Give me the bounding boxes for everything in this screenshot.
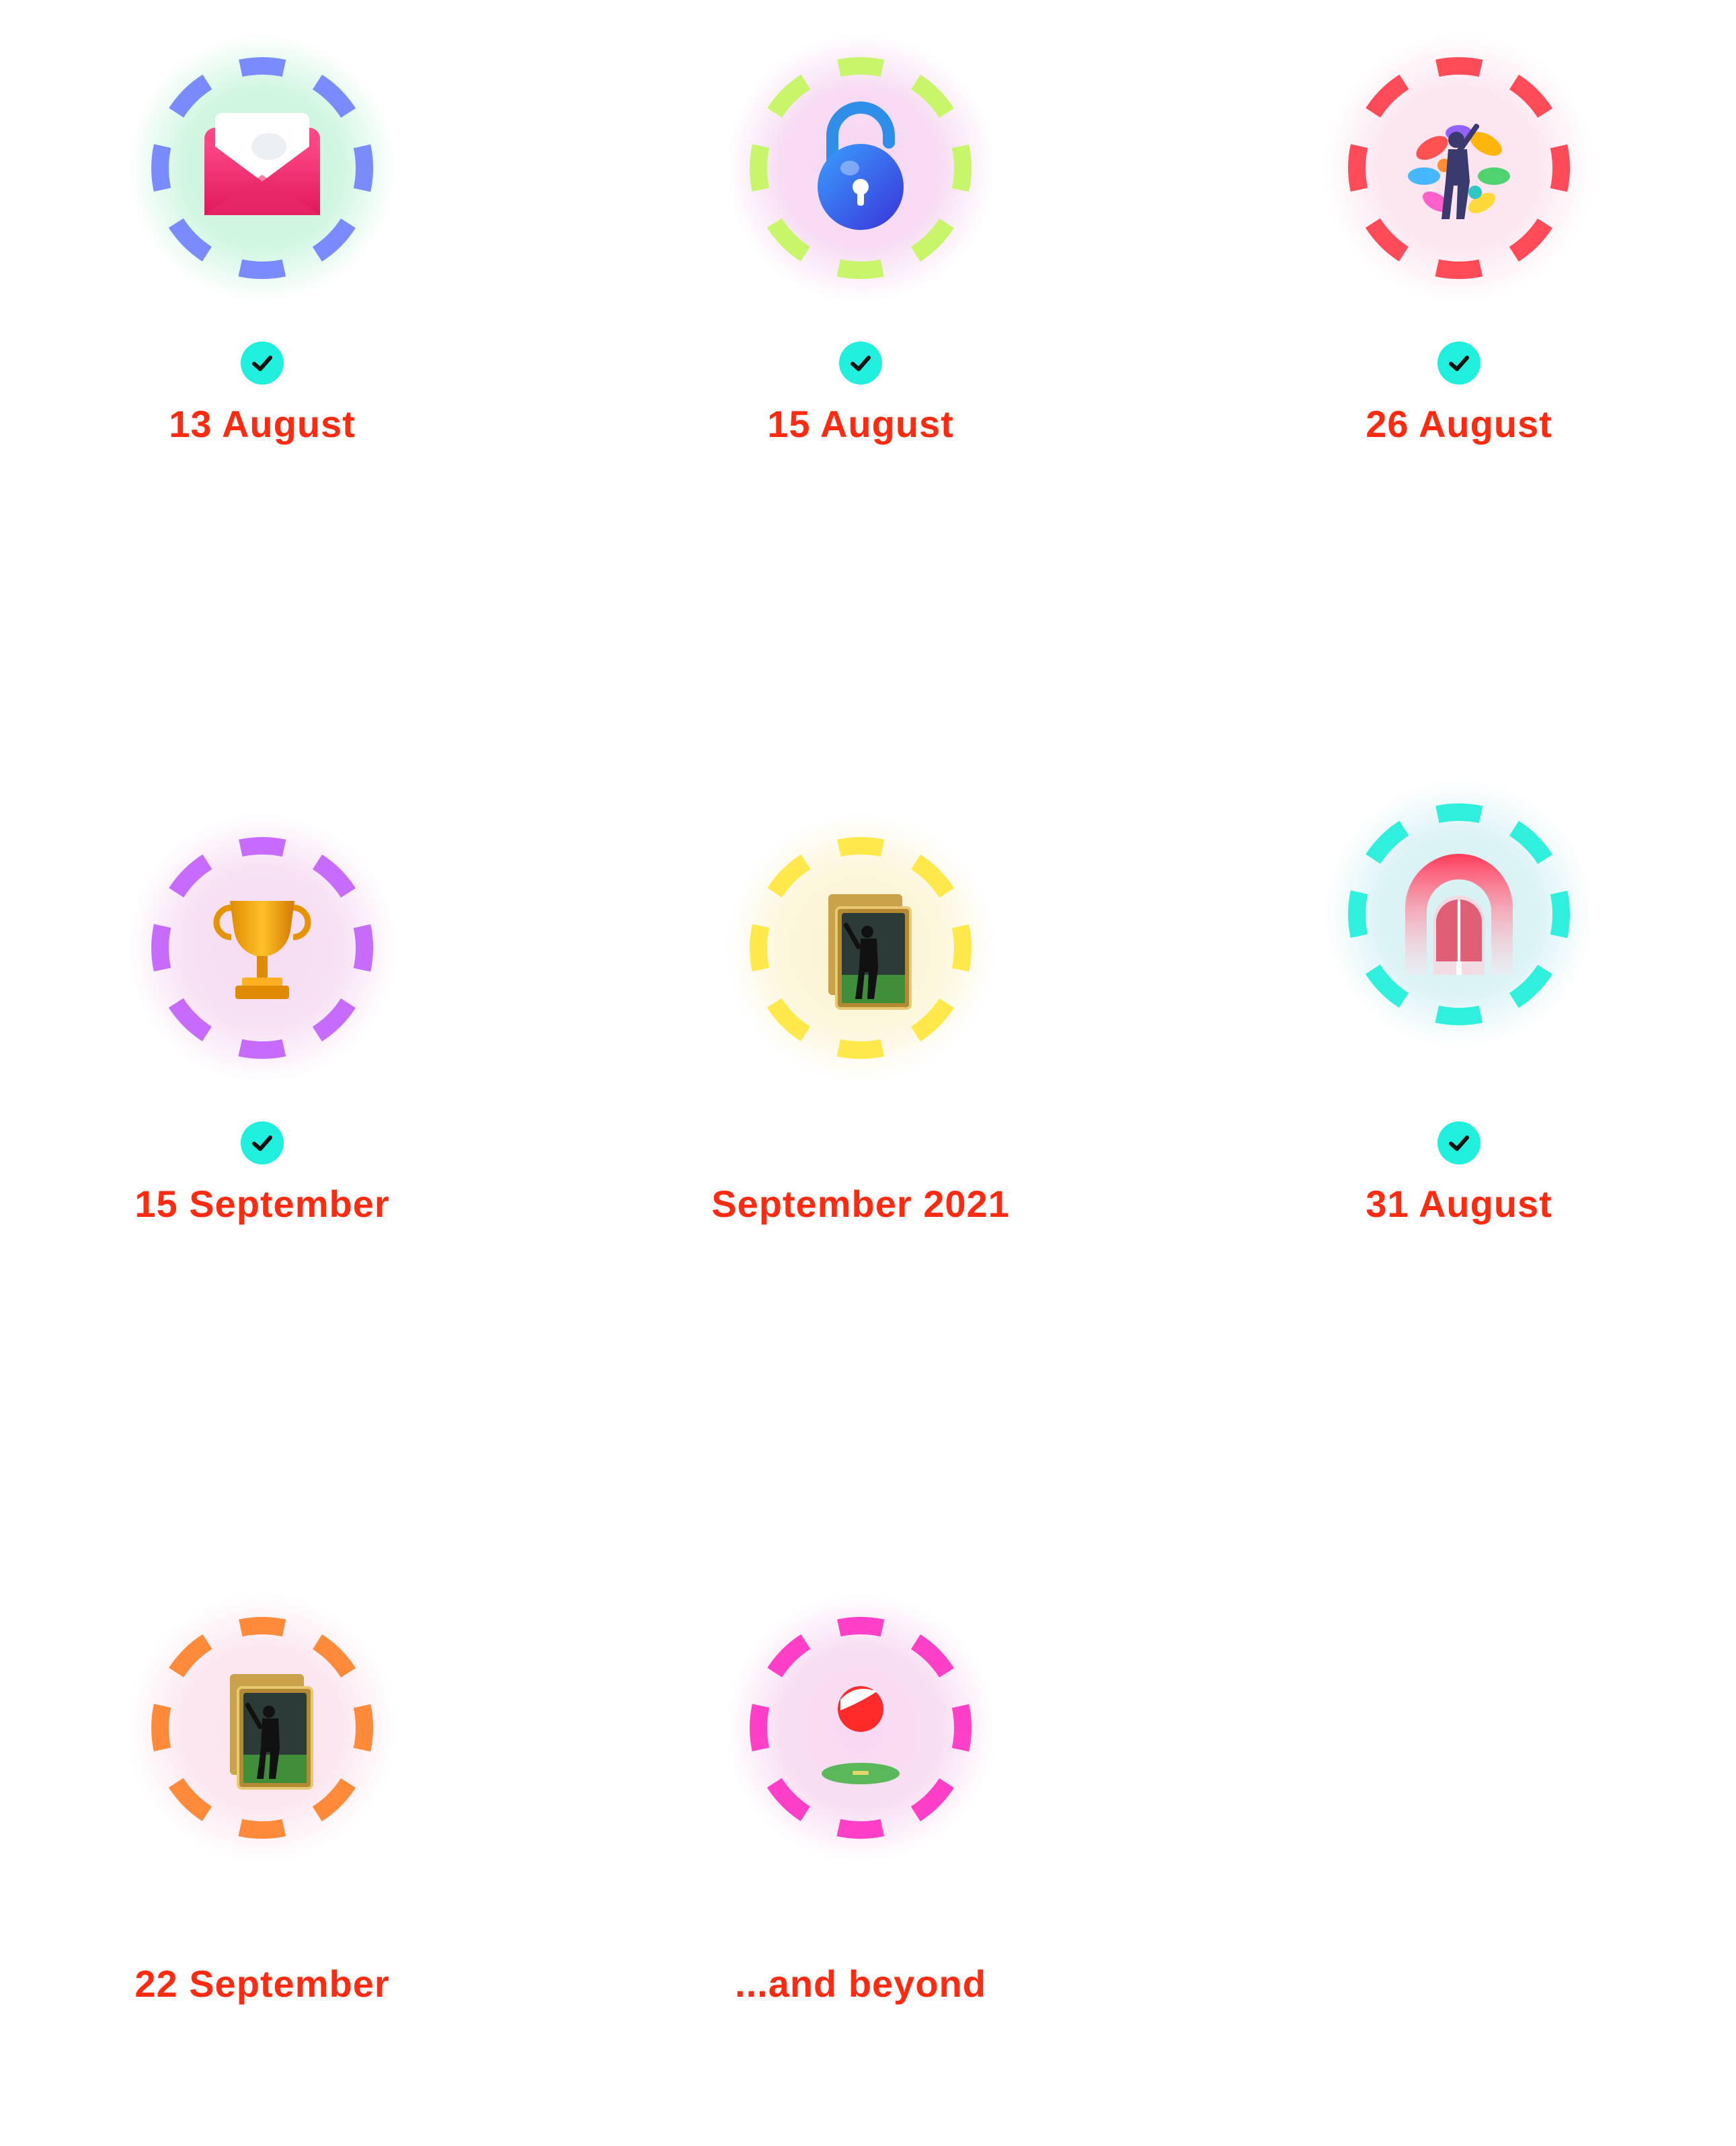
completed-check-icon — [241, 342, 284, 385]
completed-check-icon — [241, 1121, 284, 1164]
milestone-medal[interactable] — [128, 1593, 397, 1862]
player-card-icon — [230, 1674, 313, 1790]
ring-dashes — [1348, 803, 1570, 1025]
milestone-15-august: 15 August — [625, 34, 1096, 504]
milestone-26-august: 26 August — [1224, 34, 1694, 504]
ball-pitch-pin-icon — [822, 1686, 900, 1784]
milestone-date: 26 August — [1366, 403, 1552, 445]
envelope-icon — [204, 113, 320, 215]
milestone-date: 15 August — [767, 403, 954, 445]
milestone-medal[interactable] — [726, 34, 995, 303]
milestone-31-august: 31 August — [1224, 780, 1694, 1250]
ring-dashes — [750, 1617, 972, 1839]
completed-check-icon — [839, 342, 882, 385]
ring-dashes — [151, 57, 373, 279]
milestone-date: September 2021 — [711, 1183, 1010, 1225]
milestone-medal[interactable] — [128, 813, 397, 1082]
milestone-medal[interactable] — [128, 34, 397, 303]
ring-dashes — [1348, 57, 1570, 279]
milestone-september-2021: September 2021 — [625, 813, 1096, 1284]
milestone-date: 22 September — [134, 1962, 390, 2005]
cricket-batsman-splash-icon — [1408, 123, 1510, 219]
completed-check-icon — [1437, 1121, 1481, 1164]
completed-check-icon — [1437, 342, 1481, 385]
milestone-medal[interactable] — [726, 813, 995, 1082]
milestone-and-beyond: ...and beyond — [625, 1593, 1096, 2064]
milestone-date: 15 September — [134, 1183, 390, 1225]
trophy-icon — [213, 901, 311, 999]
milestone-13-august: 13 August — [27, 34, 498, 504]
milestone-medal[interactable] — [1325, 34, 1593, 303]
ring-dashes — [750, 57, 972, 279]
milestone-medal[interactable] — [726, 1593, 995, 1862]
arch-gate-icon — [1405, 854, 1513, 975]
milestone-date: ...and beyond — [735, 1962, 986, 2005]
milestone-date: 13 August — [169, 403, 356, 445]
ring-dashes — [151, 837, 373, 1059]
ring-dashes — [750, 837, 972, 1059]
unlocked-padlock-icon — [818, 102, 904, 230]
milestone-15-september: 15 September — [27, 813, 498, 1284]
milestone-medal[interactable] — [1325, 780, 1593, 1049]
milestone-date: 31 August — [1366, 1183, 1552, 1225]
player-card-icon — [828, 894, 912, 1010]
ring-dashes — [151, 1617, 373, 1839]
milestone-22-september: 22 September — [27, 1593, 498, 2064]
